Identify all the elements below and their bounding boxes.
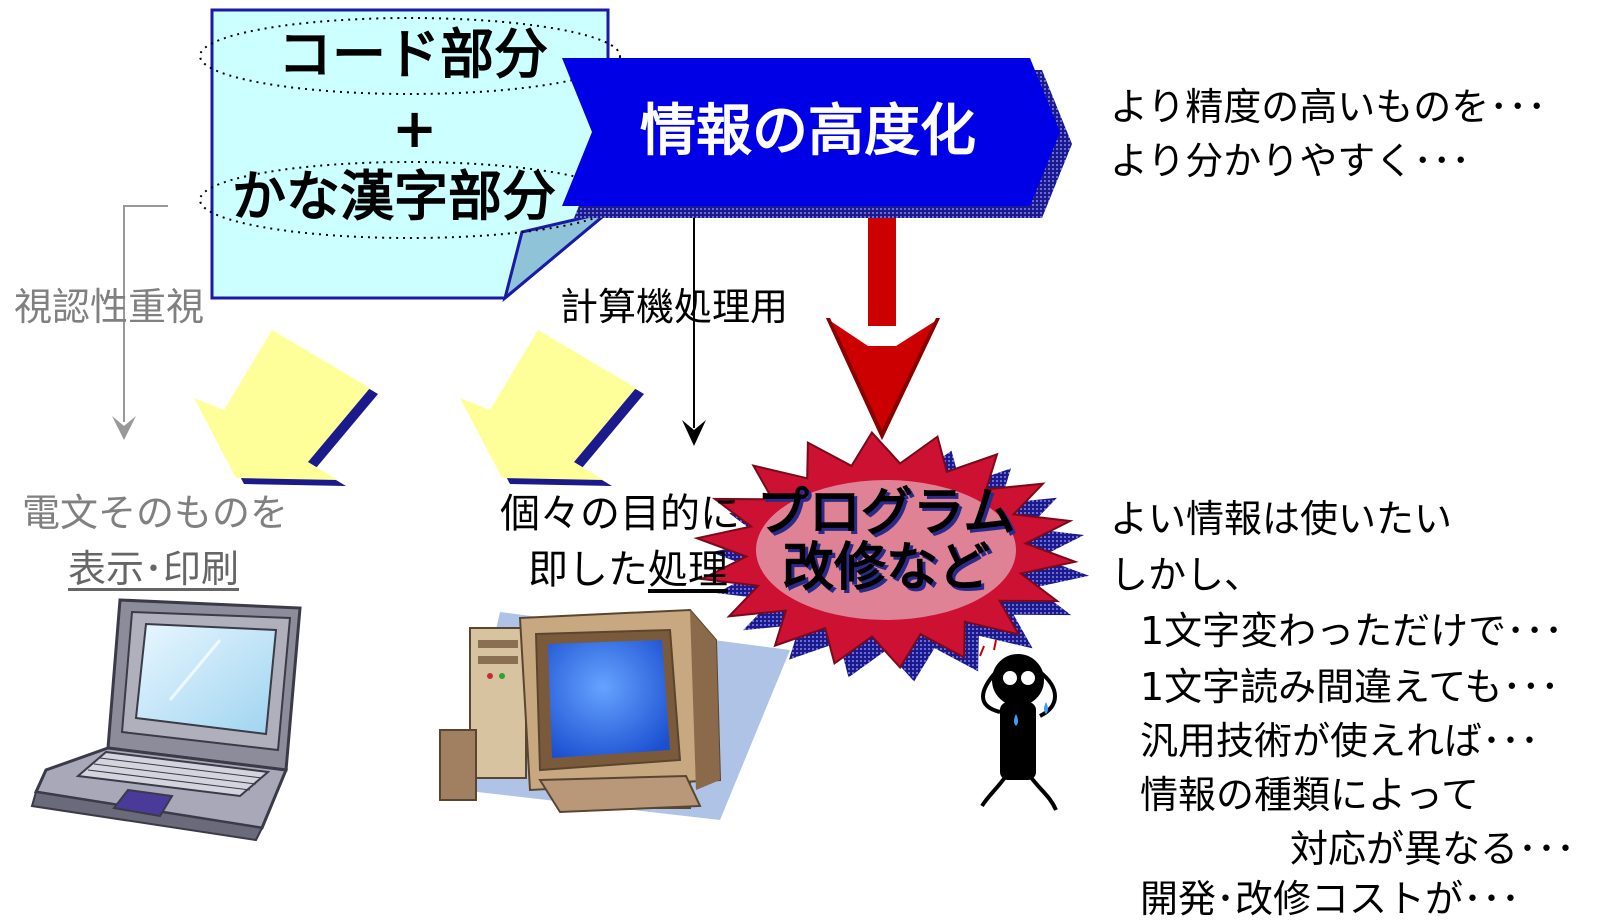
problem-item-3: 汎用技術が使えれば･･･ (1140, 719, 1540, 763)
laptop-icon (30, 598, 302, 842)
problem-item-1: 1文字変わっただけで･･･ (1140, 609, 1564, 653)
middle-branch-label: 計算機処理用 (560, 285, 789, 329)
advanced-info-line-2: より分かりやすく･･･ (1110, 139, 1471, 183)
desktop-computer-icon (439, 608, 790, 820)
middle-result-prefix: 即した (528, 547, 648, 593)
problem-item-6: 開発･改修コストが･･･ (1140, 877, 1521, 921)
red-down-arrow (826, 196, 940, 440)
burst-line-1: プログラム (756, 483, 1016, 543)
connector-lines (112, 198, 706, 446)
banner-label: 情報の高度化 (640, 99, 976, 164)
problem-item-2: 1文字読み間違えても･･･ (1140, 665, 1560, 709)
burst-label: プログラム 改修など (756, 486, 1016, 595)
banner-arrow (562, 58, 1072, 218)
code-part-label: コード部分 (278, 23, 548, 86)
left-result-line-1: 電文そのものを (22, 491, 289, 535)
worried-person-icon (979, 639, 1058, 811)
left-result-line-2: 表示･印刷 (68, 547, 240, 591)
burst-highlight (756, 480, 1016, 620)
plus-label: + (392, 97, 438, 160)
kana-kanji-part-label: かな漢字部分 (232, 165, 556, 228)
problems-intro-1: よい情報は使いたい (1110, 497, 1453, 541)
yellow-arrow-left (194, 330, 378, 486)
left-branch-label: 視認性重視 (14, 285, 205, 329)
middle-result-underlined: 処理 (648, 547, 728, 593)
advanced-info-line-1: より精度の高いものを･･･ (1110, 85, 1547, 129)
middle-result-line-1: 個々の目的に (500, 491, 740, 537)
problem-item-4: 情報の種類によって (1140, 773, 1479, 817)
burst-line-2: 改修など (781, 537, 990, 598)
yellow-arrow-middle (460, 330, 644, 486)
problem-item-5: 対応が異なる･･･ (1290, 827, 1576, 871)
middle-result-line-2: 即した処理 (528, 550, 728, 590)
problems-intro-2: しかし、 (1110, 553, 1263, 597)
burst-shape (693, 430, 1090, 682)
